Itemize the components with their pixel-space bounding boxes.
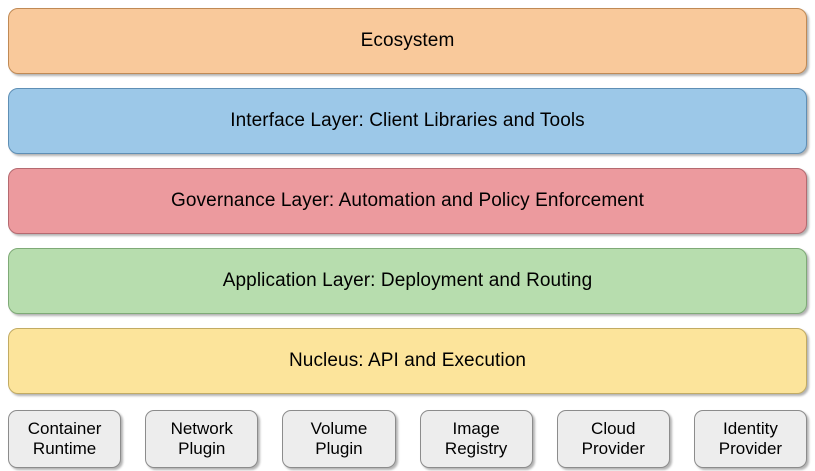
- component-label: Image Registry: [444, 418, 508, 458]
- component-cloud-provider[interactable]: Cloud Provider: [556, 410, 670, 468]
- layer-application[interactable]: Application Layer: Deployment and Routin…: [8, 248, 807, 314]
- component-identity-provider[interactable]: Identity Provider: [693, 410, 808, 468]
- component-label: Identity Provider: [718, 418, 783, 458]
- component-label: Container Runtime: [27, 418, 102, 458]
- layer-label: Governance Layer: Automation and Policy …: [171, 190, 644, 212]
- layer-label: Nucleus: API and Execution: [288, 350, 527, 372]
- layer-ecosystem[interactable]: Ecosystem: [8, 8, 807, 74]
- component-network-plugin[interactable]: Network Plugin: [145, 410, 259, 468]
- layer-label: Application Layer: Deployment and Routin…: [222, 270, 593, 292]
- component-image-registry[interactable]: Image Registry: [419, 410, 533, 468]
- component-label: Cloud Provider: [581, 418, 645, 458]
- layer-nucleus[interactable]: Nucleus: API and Execution: [8, 328, 807, 394]
- layer-label: Ecosystem: [360, 30, 455, 52]
- component-label: Network Plugin: [170, 418, 233, 458]
- component-container-runtime[interactable]: Container Runtime: [8, 410, 122, 468]
- component-label: Volume Plugin: [310, 418, 368, 458]
- layer-stack: Ecosystem Interface Layer: Client Librar…: [8, 8, 807, 394]
- layer-governance[interactable]: Governance Layer: Automation and Policy …: [8, 168, 807, 234]
- component-row: Container Runtime Network Plugin Volume …: [8, 410, 808, 468]
- layer-interface[interactable]: Interface Layer: Client Libraries and To…: [8, 88, 807, 154]
- component-volume-plugin[interactable]: Volume Plugin: [282, 410, 396, 468]
- layer-label: Interface Layer: Client Libraries and To…: [230, 110, 585, 132]
